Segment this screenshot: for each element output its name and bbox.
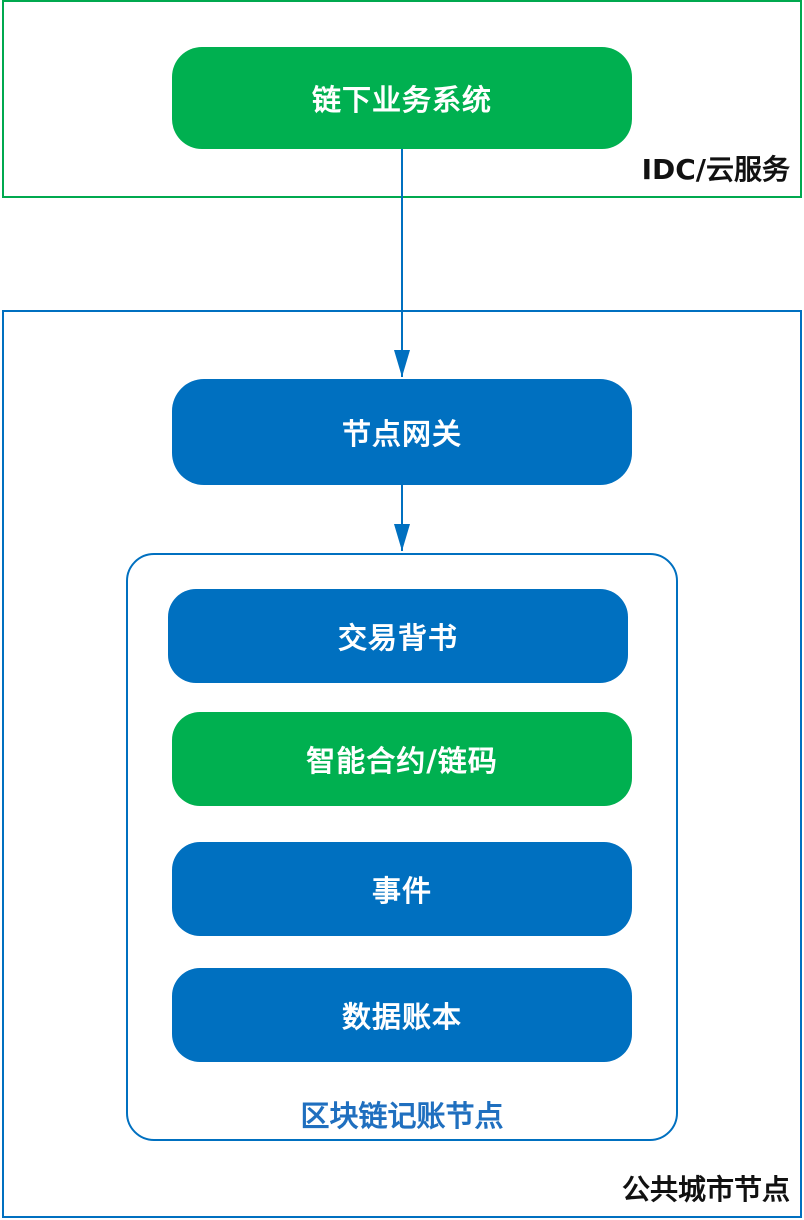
blockchain-ledger-node-frame [126, 553, 678, 1141]
node-gateway-box: 节点网关 [172, 379, 632, 485]
data-ledger-box: 数据账本 [172, 968, 632, 1062]
node-gateway-label: 节点网关 [341, 417, 462, 451]
event-box: 事件 [172, 842, 632, 936]
event-label: 事件 [371, 874, 432, 908]
offchain-business-system-label: 链下业务系统 [311, 83, 492, 117]
data-ledger-label: 数据账本 [341, 1000, 462, 1034]
smart-contract-chaincode-label: 智能合约/链码 [306, 744, 498, 778]
public-city-node-label: 公共城市节点 [621, 1173, 790, 1206]
smart-contract-chaincode-box: 智能合约/链码 [172, 712, 632, 806]
transaction-endorsement-label: 交易背书 [337, 621, 458, 655]
idc-cloud-label: IDC/云服务 [641, 153, 790, 186]
transaction-endorsement-box: 交易背书 [168, 589, 628, 683]
offchain-business-system-box: 链下业务系统 [172, 47, 632, 149]
blockchain-ledger-node-label: 区块链记账节点 [300, 1099, 504, 1133]
